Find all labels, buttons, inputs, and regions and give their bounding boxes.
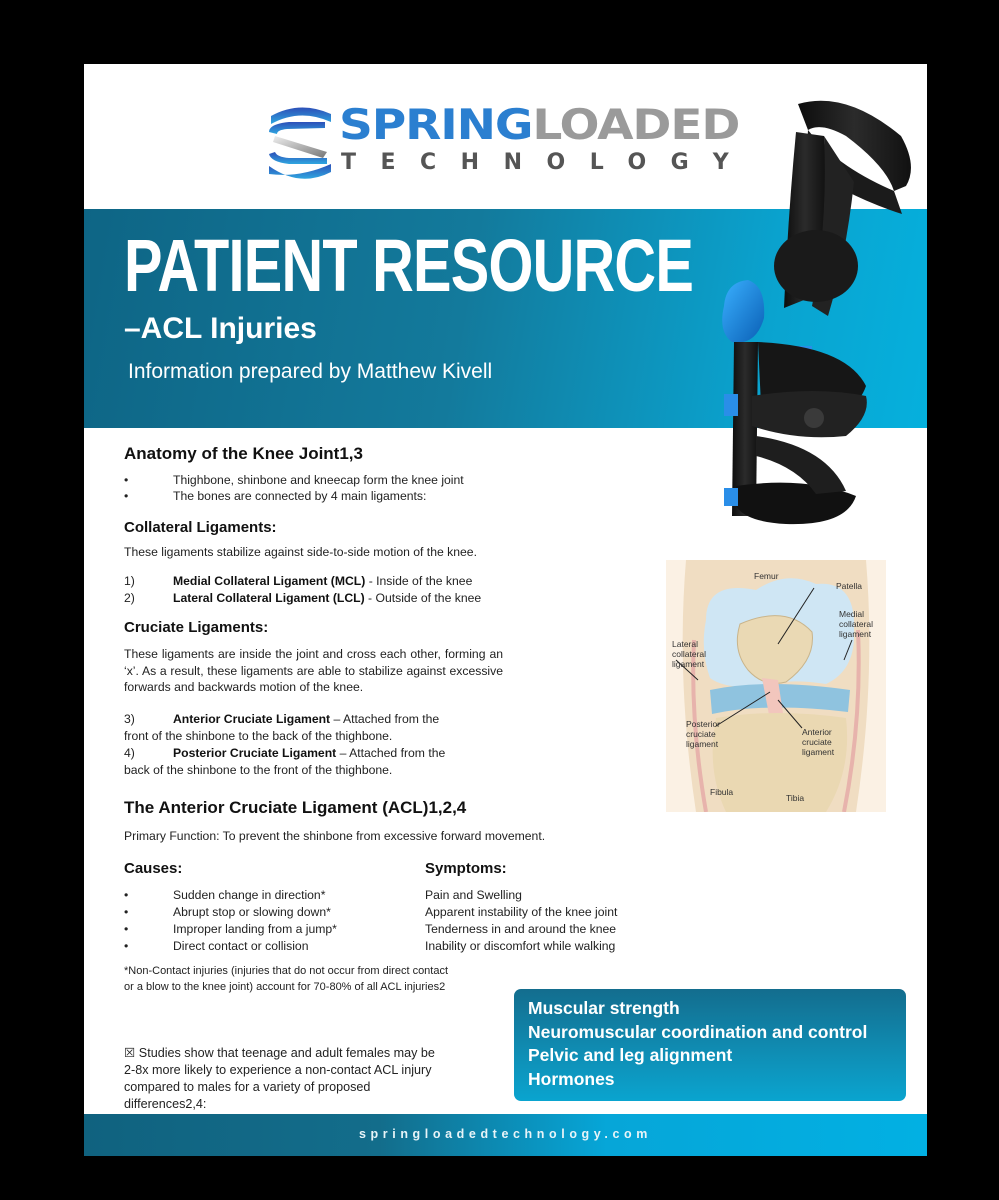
label-fibula: Fibula: [710, 787, 734, 797]
cause-item: •Sudden change in direction*: [124, 888, 326, 902]
footer-bar: springloadedtechnology.com: [84, 1114, 927, 1156]
risk-factor: Neuromuscular coordination and control: [528, 1021, 868, 1042]
label-anterior-cruciate: Anterior cruciate ligament: [802, 727, 835, 757]
anatomy-heading: Anatomy of the Knee Joint1,3: [124, 444, 363, 463]
page-title: PATIENT RESOURCE: [124, 224, 694, 307]
bullet-icon: •: [124, 939, 129, 953]
knee-brace-image: [722, 100, 911, 525]
cruciate-item-cont: back of the shinbone to the front of the…: [124, 763, 393, 777]
bullet-icon: •: [124, 905, 129, 919]
cause-item: •Abrupt stop or slowing down*: [124, 905, 331, 919]
symptom-item: Apparent instability of the knee joint: [425, 905, 618, 919]
studies-note: ☒ Studies show that teenage and adult fe…: [124, 1046, 435, 1111]
cruciate-heading: Cruciate Ligaments:: [124, 619, 269, 636]
bullet-icon: •: [124, 489, 129, 503]
bullet-icon: •: [124, 888, 129, 902]
label-patella: Patella: [836, 581, 862, 591]
causes-heading: Causes:: [124, 860, 183, 877]
risk-factors-box: Muscular strength Neuromuscular coordina…: [514, 989, 906, 1101]
symptom-item: Pain and Swelling: [425, 888, 522, 902]
risk-factor: Pelvic and leg alignment: [528, 1045, 733, 1065]
label-lateral-collateral: Lateral collateral ligament: [672, 639, 707, 669]
bullet-icon: •: [124, 473, 129, 487]
collateral-item: 1)Medial Collateral Ligament (MCL) - Ins…: [124, 574, 473, 588]
anatomy-bullet: •Thighbone, shinbone and kneecap form th…: [124, 473, 464, 487]
risk-factor: Muscular strength: [528, 998, 680, 1018]
cruciate-item-cont: front of the shinbone to the back of the…: [124, 729, 393, 743]
resource-page: SPRINGLOADED TECHNOLOGY PATIENT RESOURCE…: [84, 64, 927, 1156]
label-femur: Femur: [754, 571, 779, 581]
website-link[interactable]: springloadedtechnology.com: [359, 1127, 652, 1141]
symptoms-heading: Symptoms:: [425, 860, 507, 877]
knee-anatomy-diagram: Femur Patella Medial collateral ligament…: [666, 560, 886, 812]
acl-heading: The Anterior Cruciate Ligament (ACL)1,2,…: [124, 798, 467, 817]
label-posterior-cruciate: Posterior cruciate ligament: [686, 719, 721, 749]
logo-word-loaded: LOADED: [532, 100, 740, 149]
knee-illustration: [666, 560, 886, 812]
cruciate-item: 3)Anterior Cruciate Ligament – Attached …: [124, 712, 440, 726]
anatomy-bullet: •The bones are connected by 4 main ligam…: [124, 489, 427, 503]
symptom-item: Inability or discomfort while walking: [425, 939, 616, 953]
springloaded-logo: SPRINGLOADED TECHNOLOGY: [265, 102, 740, 188]
cruciate-intro: These ligaments are inside the joint and…: [124, 647, 503, 694]
symptom-item: Tenderness in and around the knee: [425, 922, 617, 936]
collateral-item: 2)Lateral Collateral Ligament (LCL) - Ou…: [124, 591, 482, 605]
collateral-intro: These ligaments stabilize against side-t…: [124, 545, 477, 559]
page-subtitle: –ACL Injuries: [124, 312, 317, 345]
collateral-heading: Collateral Ligaments:: [124, 519, 277, 536]
label-tibia: Tibia: [786, 793, 805, 803]
risk-factor: Hormones: [528, 1068, 615, 1089]
cause-item: •Improper landing from a jump*: [124, 922, 337, 936]
author-line: Information prepared by Matthew Kivell: [128, 360, 493, 383]
cause-item: •Direct contact or collision: [124, 939, 309, 953]
bullet-icon: •: [124, 922, 129, 936]
logo-word-spring: SPRING: [339, 100, 533, 149]
spring-coil-icon: [269, 107, 331, 179]
non-contact-footnote: *Non-Contact injuries (injuries that do …: [124, 965, 449, 993]
label-medial-collateral: Medial collateral ligament: [839, 609, 874, 639]
logo-wordmark: SPRINGLOADED: [339, 104, 740, 146]
acl-primary-function: Primary Function: To prevent the shinbon…: [124, 829, 546, 843]
cruciate-item: 4)Posterior Cruciate Ligament – Attached…: [124, 746, 446, 760]
logo-technology: TECHNOLOGY: [341, 150, 754, 175]
